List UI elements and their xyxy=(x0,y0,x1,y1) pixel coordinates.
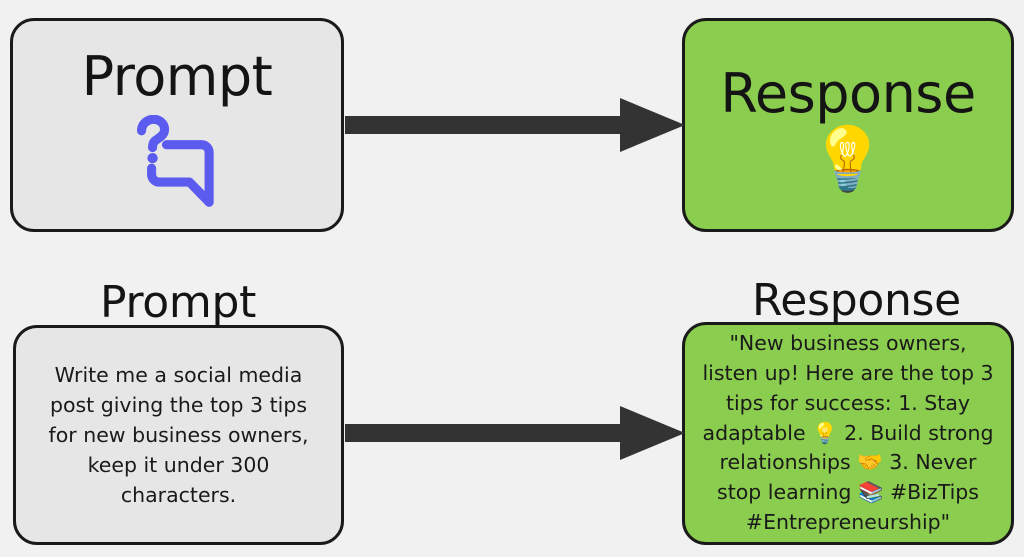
prompt-text-box: Write me a social media post giving the … xyxy=(13,325,344,545)
prompt-body-text: Write me a social media post giving the … xyxy=(48,362,309,508)
flow-arrow-top xyxy=(345,98,685,152)
prompt-node-title: Prompt xyxy=(81,44,273,108)
response-section-label: Response xyxy=(752,275,961,326)
response-text-box: "New business owners, listen up! Here ar… xyxy=(682,322,1014,545)
lightbulb-emoji: 💡 xyxy=(809,122,887,196)
flow-arrow-bottom xyxy=(345,406,685,460)
prompt-node-top: Prompt xyxy=(10,18,344,232)
response-node-top: Response 💡 xyxy=(682,18,1014,232)
prompt-section-label: Prompt xyxy=(100,277,257,328)
response-body-text: "New business owners, listen up! Here ar… xyxy=(702,331,994,534)
response-node-title: Response xyxy=(720,61,976,125)
question-chat-icon xyxy=(136,115,214,208)
